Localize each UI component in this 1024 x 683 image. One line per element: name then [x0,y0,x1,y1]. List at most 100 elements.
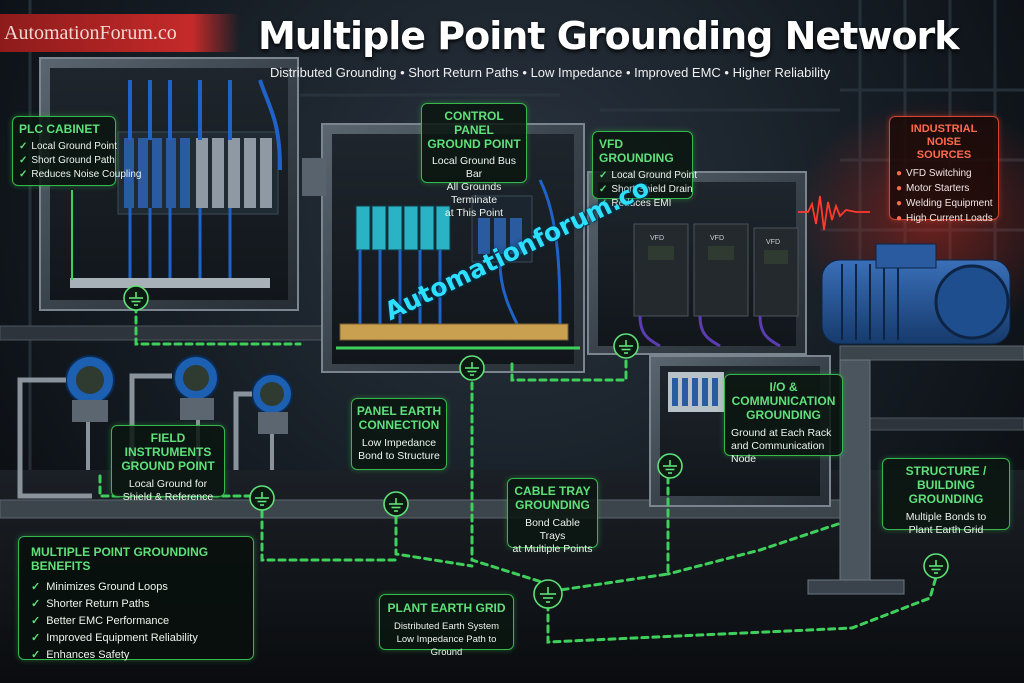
vfd-label-3: VFD [766,239,780,246]
list-item-text: Motor Starters [906,183,970,194]
list-item-text: Reduces Noise Coupling [31,169,142,180]
bullet-icon: ● [896,183,903,194]
list-item: ●High Current Loads [896,211,993,226]
list-item-text: Minimizes Ground Loops [46,581,168,593]
callout-line: Bond Cable Trays [525,517,580,542]
list-item: ●Welding Equipment [896,196,993,211]
list-item: ✓ Enhances Safety [31,647,241,664]
list-item-text: Reduces EMI [611,198,672,209]
check-mark-icon: ✓ [31,598,41,610]
list-item-text: Shorter Return Paths [46,598,150,610]
ground-symbol-icon [123,285,949,609]
list-item: ✓Local Ground Point [599,169,697,183]
list-item: ✓Reduces Noise Coupling [19,168,141,182]
check-mark-icon: ✓ [31,649,41,661]
page-subtitle: Distributed Grounding • Short Return Pat… [270,65,831,80]
callout-line: Node [731,453,757,465]
callout-title: CABLE TRAY [514,484,591,498]
callout-title-2: GROUNDING [746,408,821,422]
list-item: ●VFD Switching [896,166,992,181]
callout-line: at This Point [444,207,504,219]
callout-line: Ground at Each Rack [731,427,832,439]
field-transmitters-drawing [17,355,293,499]
list-item: ●Motor Starters [896,181,992,196]
callout-title: I/O & COMMUNICATION [731,380,836,408]
bullet-icon: ● [896,213,903,224]
callout-structure-grounding: STRUCTURE / BUILDING GROUNDING Multiple … [882,458,1010,536]
motor-drawing [821,243,1011,345]
ground-conductors [98,304,940,644]
callout-title-2: GROUND POINT [427,137,521,151]
brand-text: AutomationForum.co [4,22,177,44]
list-item-text: High Current Loads [906,213,993,224]
list-item-text: Short Shield Drain [611,184,693,195]
list-item-text: Local Ground Point [31,141,118,152]
callout-panel-earth: PANEL EARTH CONNECTION Low Impedance Bon… [351,398,447,470]
callout-line: Multiple Bonds to [905,511,987,523]
list-item: ✓Short Ground Path [19,154,115,168]
check-mark-icon: ✓ [31,581,41,593]
benefits-panel: MULTIPLE POINT GROUNDING BENEFITS ✓ Minim… [18,536,254,661]
support-structure-drawing [807,359,905,595]
benefits-title: MULTIPLE POINT GROUNDING BENEFITS [31,545,209,573]
callout-title-2: GROUNDING [908,492,984,506]
callout-noise-sources: INDUSTRIAL NOISE SOURCES ●VFD Switching … [889,116,999,224]
list-item-text: VFD Switching [906,168,972,179]
vfd-label-2: VFD [710,235,724,242]
check-mark-icon: ✓ [19,141,28,152]
callout-title: STRUCTURE / BUILDING [905,464,987,492]
callout-list: ●VFD Switching ●Motor Starters ●Welding … [896,166,993,226]
callout-list: ✓Local Ground Point ✓Short Ground Path ✓… [19,140,141,182]
check-mark-icon: ✓ [599,198,608,209]
list-item-text: Better EMC Performance [46,615,170,627]
callout-line: Plant Earth Grid [908,524,984,536]
callout-io-communication: I/O & COMMUNICATION GROUNDING Ground at … [724,374,843,465]
callout-title-2: SOURCES [916,149,972,161]
callout-vfd-grounding: VFD GROUNDING ✓Local Ground Point ✓Short… [592,131,697,209]
check-mark-icon: ✓ [599,184,608,195]
callout-line: Local Ground Bus Bar [431,155,517,180]
callout-title-2: GROUND POINT [121,459,215,473]
check-mark-icon: ✓ [31,615,41,627]
callout-cable-tray: CABLE TRAY GROUNDING Bond Cable Trays at… [507,478,598,555]
check-mark-icon: ✓ [19,169,28,180]
bullet-icon: ● [896,198,903,209]
callout-title: CONTROL PANEL [444,109,504,137]
list-item: ✓ Improved Equipment Reliability [31,630,241,647]
callout-plant-earth-grid: PLANT EARTH GRID Distributed Earth Syste… [379,594,514,658]
callout-title: INDUSTRIAL NOISE [910,123,978,148]
callout-control-panel: CONTROL PANEL GROUND POINT Local Ground … [421,103,527,219]
callout-title: PLANT EARTH GRID [387,601,506,615]
callout-title-2: GROUNDING [515,498,590,512]
list-item-text: Welding Equipment [906,198,993,209]
brand-banner: AutomationForum.co [0,14,240,52]
callout-title: PANEL EARTH [356,404,442,418]
callout-line: Shield & Reference [122,491,214,503]
callout-plc-cabinet: PLC CABINET ✓Local Ground Point ✓Short G… [12,116,141,186]
check-mark-icon: ✓ [599,170,608,181]
list-item-text: Enhances Safety [46,649,130,661]
page-title: Multiple Point Grounding Network [258,14,960,58]
list-item-text: Local Ground Point [611,170,698,181]
check-mark-icon: ✓ [19,155,28,166]
callout-line: Low Impedance [361,437,437,449]
list-item: ✓ Minimizes Ground Loops [31,579,241,596]
callout-field-instruments: FIELD INSTRUMENTS GROUND POINT Local Gro… [111,425,225,503]
list-item: ✓ Better EMC Performance [31,613,241,630]
callout-line: Bond to Structure [358,450,440,462]
callout-line: and Communication [731,440,825,452]
vfd-cabinet-drawing: VFD VFD VFD [587,171,807,355]
check-mark-icon: ✓ [31,632,41,644]
benefits-list: ✓ Minimizes Ground Loops ✓ Shorter Return … [31,579,241,664]
list-item: ✓Short Shield Drain [599,183,693,197]
callout-title: PLC CABINET [19,122,100,136]
callout-list: ✓Local Ground Point ✓Short Shield Drain … [599,169,697,211]
list-item-text: Improved Equipment Reliability [46,632,198,644]
vfd-label-1: VFD [650,235,664,242]
callout-title: FIELD INSTRUMENTS [124,431,212,459]
list-item: ✓ Shorter Return Paths [31,596,241,613]
callout-line: at Multiple Points [512,543,593,555]
callout-line: Distributed Earth System [393,621,500,632]
list-item: ✓Reduces EMI [599,197,686,211]
